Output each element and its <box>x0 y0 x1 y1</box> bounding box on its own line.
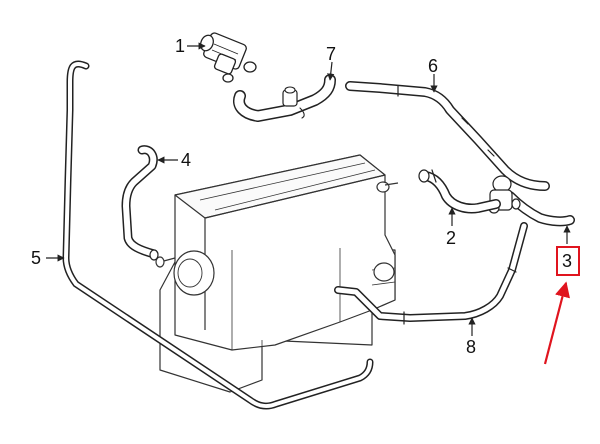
callout-5: 5 <box>31 248 42 268</box>
leader-lines <box>46 42 571 336</box>
callout-2: 2 <box>446 228 457 248</box>
hose-part-3 <box>488 175 575 227</box>
callout-8: 8 <box>466 337 477 357</box>
hose-part-7 <box>233 74 336 122</box>
callout-4: 4 <box>181 150 192 170</box>
callout-1: 1 <box>175 36 186 56</box>
highlight-box <box>556 246 580 276</box>
hose-part-2 <box>418 169 501 214</box>
callout-3: 3 <box>562 251 573 271</box>
hose-part-5 <box>62 60 374 410</box>
highlight-arrow <box>543 281 570 365</box>
pump-part-1 <box>200 32 257 83</box>
callout-7: 7 <box>326 44 337 64</box>
hose-part-4 <box>121 145 159 261</box>
engine-block <box>155 154 399 393</box>
hose-part-6 <box>345 81 550 191</box>
callout-6: 6 <box>428 56 439 76</box>
hose-part-8 <box>334 222 528 325</box>
